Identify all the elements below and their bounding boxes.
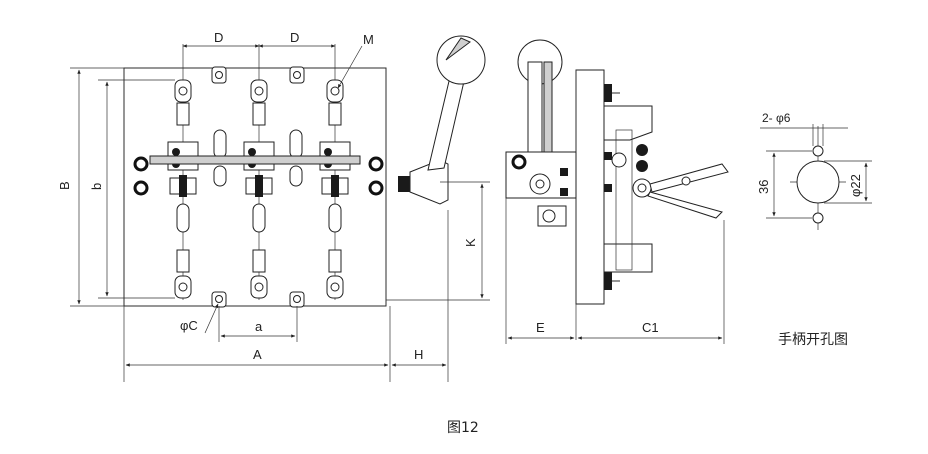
label-a: a: [255, 319, 263, 334]
dim-a: a: [218, 306, 298, 342]
handle-cutout-caption: 手柄开孔图: [778, 332, 848, 348]
base-plate: [123, 67, 387, 307]
label-b: b: [89, 183, 104, 190]
dim-K: K: [386, 181, 490, 301]
front-view: D D M B b K φ: [57, 30, 490, 382]
handle-cutout-view: 2- φ6 36 φ22 手柄开孔图: [756, 111, 872, 348]
label-H: H: [414, 347, 423, 362]
label-D1: D: [214, 30, 223, 45]
label-36: 36: [756, 180, 771, 194]
side-bolts: [604, 84, 620, 290]
label-M: M: [363, 32, 374, 47]
label-K: K: [463, 238, 478, 247]
top-mounting-holes: [211, 66, 305, 84]
lower-mounting-hole: [812, 212, 824, 224]
side-base-plate: [575, 69, 605, 305]
figure-caption: 图12: [447, 420, 479, 436]
pole-2: [243, 44, 275, 300]
dim-D: D D: [182, 30, 336, 48]
label-B: B: [57, 181, 72, 190]
top-bracket: [603, 105, 653, 141]
bottom-mounting-holes: [211, 291, 305, 308]
handle-shaft-hole: [796, 160, 840, 204]
side-view: E C1: [505, 39, 729, 344]
label-D2: D: [290, 30, 299, 45]
label-phi22: φ22: [848, 174, 863, 197]
drive-shaft: [149, 155, 361, 165]
dim-b: b: [89, 79, 175, 299]
side-mechanism: [505, 144, 648, 227]
label-C1: C1: [642, 320, 659, 335]
dim-M: M: [337, 32, 374, 89]
label-E: E: [536, 320, 545, 335]
operating-handle: [398, 35, 486, 205]
label-holes: 2- φ6: [762, 111, 791, 125]
dim-B: B: [57, 67, 124, 307]
label-A: A: [253, 347, 262, 362]
pole-1: [167, 44, 199, 300]
bottom-bracket: [603, 243, 653, 273]
side-handle: [517, 39, 563, 175]
side-terminals: [133, 156, 384, 196]
upper-mounting-hole: [812, 145, 824, 157]
label-phiC: φC: [180, 318, 198, 333]
side-blades: [632, 163, 729, 219]
dim-phiC: φC: [180, 303, 219, 334]
dim-A-H: A H: [123, 210, 449, 382]
dim-E-C1: E C1: [505, 198, 725, 344]
pole-3: [319, 44, 351, 300]
insulators: [213, 129, 303, 187]
